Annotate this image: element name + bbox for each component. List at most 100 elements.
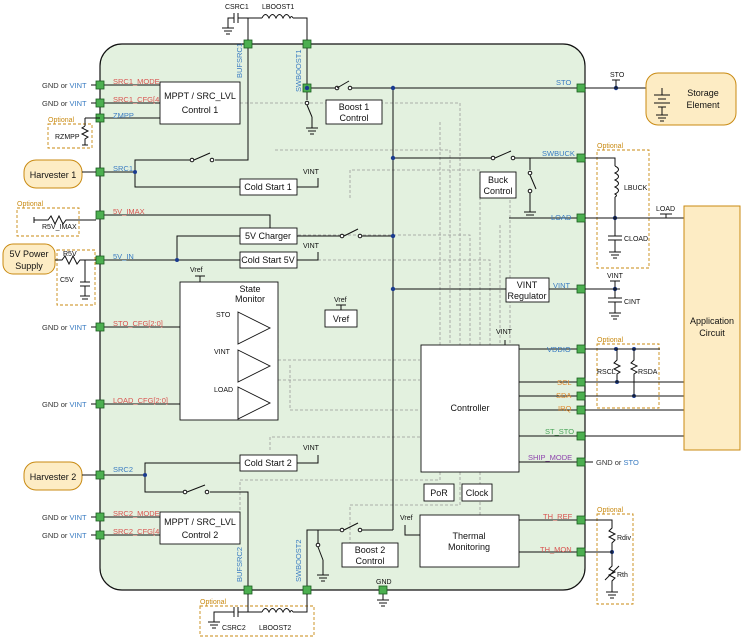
por-label: PoR (430, 488, 448, 498)
vint-reg-line1: VINT (517, 280, 538, 290)
optional-label-i2c: Optional (597, 337, 624, 344)
vref-small-label: Vref (190, 267, 203, 274)
sto-node-label: STO (610, 72, 625, 79)
charger-5v (239, 227, 298, 245)
pin-5v-in (95, 255, 105, 265)
comparator-load (237, 386, 272, 420)
label-th-mon: TH_MON (540, 545, 572, 554)
or-text-5: or (61, 513, 68, 522)
label-irq: IRQ (558, 404, 572, 413)
controller (420, 344, 520, 473)
csrc1-label: CSRC1 (225, 4, 249, 11)
cint-label: CINT (624, 299, 641, 306)
label-src1-cfg: SRC1_CFG[4:0] (113, 95, 168, 104)
gnd-or-4: GND or VINT (42, 400, 87, 409)
gnd-or-1: GND or VINT (42, 81, 87, 90)
power-supply-5v (2, 243, 56, 275)
comparator-sto (237, 311, 272, 345)
gnd-or-2: GND or VINT (42, 99, 87, 108)
vint-label-cs1: VINT (303, 169, 320, 176)
optional-buck (596, 149, 650, 269)
label-bufsrc2: BUFSRC2 (235, 547, 244, 582)
pin-th-mon (576, 547, 586, 557)
label-vint-pin: VINT (553, 281, 571, 290)
or-text-3: or (61, 323, 68, 332)
pin-vint (576, 284, 586, 294)
rscl-label: RSCL (597, 369, 616, 376)
label-scl: SCL (557, 378, 572, 387)
label-src1: SRC1 (113, 164, 133, 173)
pin-src2 (95, 470, 105, 480)
optional-bottom (199, 605, 315, 637)
vint-text-2: VINT (70, 99, 88, 108)
buck-line2: Control (483, 186, 512, 196)
pin-bufsrc2 (243, 585, 253, 595)
optional-5v-in (56, 249, 96, 306)
cold-start5v-label: Cold Start 5V (241, 255, 295, 265)
app-line1: Application (690, 316, 734, 326)
state-monitor-load: LOAD (214, 387, 233, 394)
mppt-control-2 (159, 511, 241, 545)
label-vddio: VDDIO (547, 345, 571, 354)
label-sto-pin: STO (556, 78, 571, 87)
label-st-sto: ST_STO (545, 427, 574, 436)
por-block (423, 483, 455, 502)
boost2-control (341, 542, 399, 568)
pin-sto-cfg (95, 322, 105, 332)
clock-block (461, 483, 493, 502)
pin-vddio (576, 344, 586, 354)
gnd-text-6: GND (42, 531, 59, 540)
gnd-or-5: GND or VINT (42, 513, 87, 522)
app-line2: Circuit (699, 328, 725, 338)
gnd-text-3: GND (42, 323, 59, 332)
mppt-control-1 (159, 81, 241, 125)
state-monitor-line2: Monitor (235, 294, 265, 304)
vint-reg-line2: Regulator (507, 291, 546, 301)
r5v-imax-label: R5V_IMAX (42, 224, 77, 231)
vint-label-cs2: VINT (303, 445, 320, 452)
optional-label-bottom: Optional (200, 599, 227, 606)
cold-start-2 (239, 454, 298, 472)
optional-r5v-imax (16, 207, 80, 237)
or-text-2: or (61, 99, 68, 108)
vint-text-3: VINT (70, 323, 88, 332)
boost2-line1: Boost 2 (355, 545, 386, 555)
rth-label: Rth (617, 572, 628, 579)
vref-top-label: Vref (334, 297, 347, 304)
label-src2: SRC2 (113, 465, 133, 474)
pin-scl (576, 377, 586, 387)
boost1-line2: Control (339, 113, 368, 123)
vint-label-ctrl: VINT (496, 329, 513, 336)
mppt1-line2: Control 1 (182, 105, 219, 115)
or-text-1: or (61, 81, 68, 90)
state-monitor-line1: State (239, 284, 260, 294)
boost1-control (325, 99, 383, 125)
cold-start-5v (239, 251, 298, 269)
label-load-cfg: LOAD_CFG[2:0] (113, 396, 168, 405)
pin-bufsrc1 (243, 39, 253, 49)
gnd-text-2: GND (42, 99, 59, 108)
label-sda: SDA (556, 391, 571, 400)
pin-5v-imax (95, 210, 105, 220)
label-swbuck: SWBUCK (542, 149, 575, 158)
csrc2-label: CSRC2 (222, 625, 246, 632)
or-text-6: or (61, 531, 68, 540)
optional-label-buck: Optional (597, 143, 624, 150)
vref-block-label: Vref (333, 314, 350, 324)
pin-irq (576, 405, 586, 415)
pin-src2-mode (95, 512, 105, 522)
harvester1-label: Harvester 1 (30, 170, 77, 180)
top-external: CSRC1 LBOOST1 (222, 4, 308, 40)
pin-gnd (378, 585, 388, 595)
boost1-line1: Boost 1 (339, 102, 370, 112)
label-gnd-pin: GND (376, 579, 392, 586)
rsda-label: RSDA (638, 369, 658, 376)
storage-line1: Storage (687, 88, 719, 98)
pin-load (576, 213, 586, 223)
power5v-line2: Supply (15, 261, 43, 271)
mppt2-line2: Control 2 (182, 530, 219, 540)
internal-blocks: MPPT / SRC_LVL Control 1 Boost 1 Control… (159, 81, 550, 568)
state-monitor-sto: STO (216, 312, 231, 319)
pin-th-ref (576, 515, 586, 525)
